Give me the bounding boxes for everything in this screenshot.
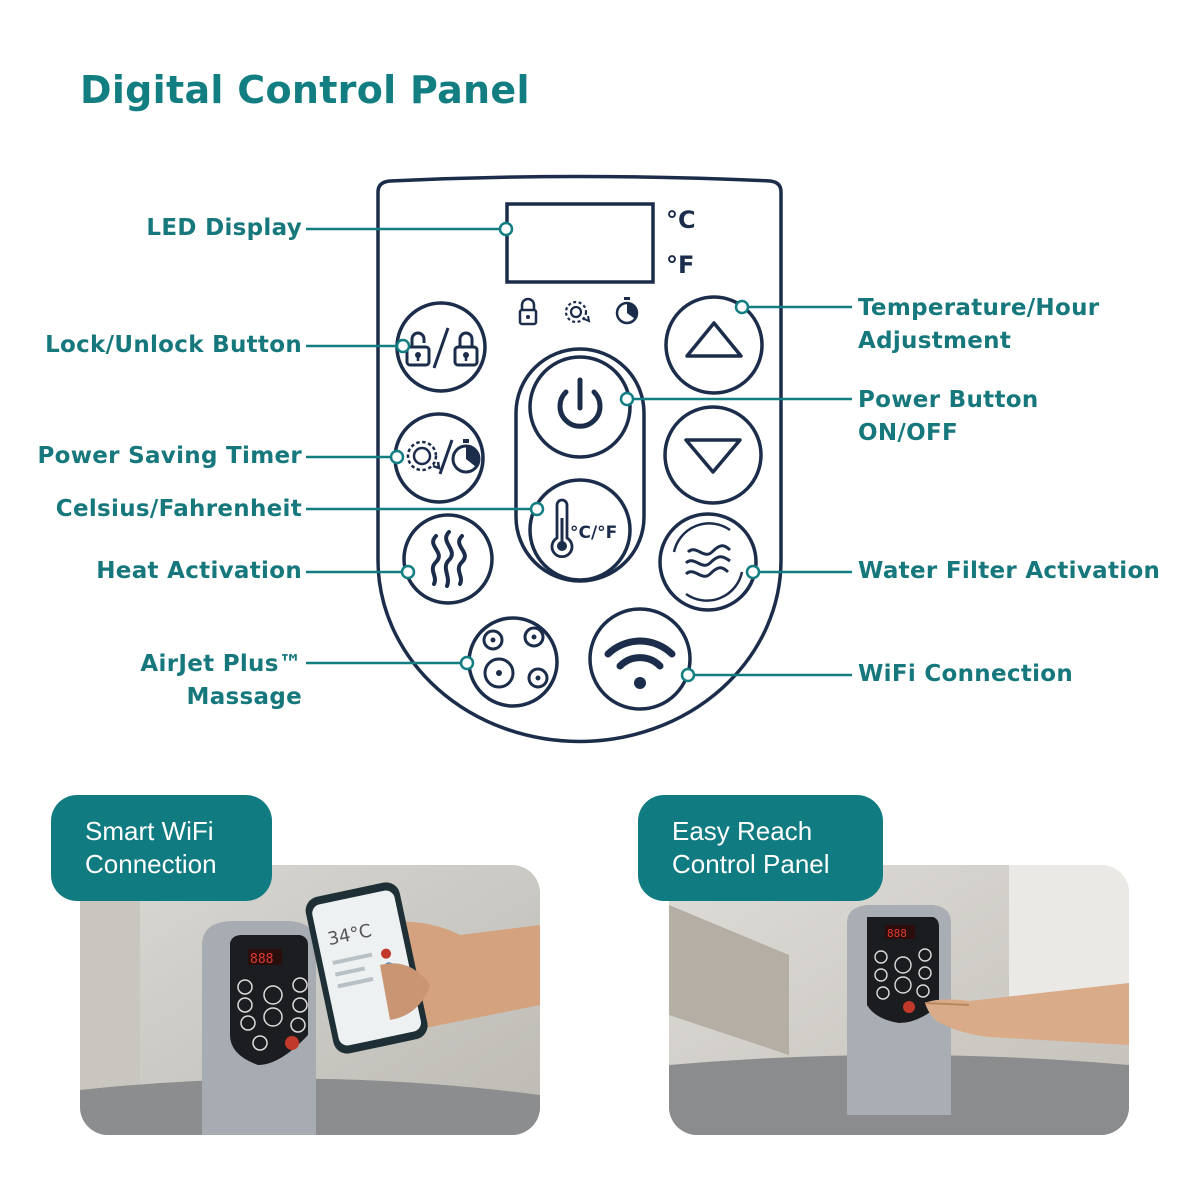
photo-easy-reach: 888 — [669, 865, 1129, 1135]
water-filter-button[interactable] — [658, 512, 758, 612]
label-heat-activation: Heat Activation — [96, 558, 302, 584]
left-unit-display: 888 — [250, 952, 273, 967]
lock-status-icon — [518, 297, 538, 326]
label-led-display: LED Display — [146, 215, 302, 241]
label-celsius-fahrenheit: Celsius/Fahrenheit — [55, 496, 302, 522]
led-display-screen — [505, 202, 655, 284]
photo-smart-wifi: 888 34°C — [80, 865, 540, 1135]
leader-lines — [306, 221, 852, 683]
wifi-button[interactable] — [588, 607, 692, 711]
power-saving-status-icon — [564, 300, 591, 324]
temperature-up-button[interactable] — [664, 295, 764, 395]
panel-outline — [376, 174, 783, 744]
right-unit-display: 888 — [887, 927, 907, 940]
page-title: Digital Control Panel — [80, 68, 530, 112]
label-power-saving-timer: Power Saving Timer — [37, 443, 302, 469]
power-button[interactable] — [528, 355, 632, 459]
celsius-indicator: °C — [666, 206, 696, 234]
label-wifi: WiFi Connection — [858, 661, 1074, 687]
timer-status-icon — [615, 297, 639, 325]
heat-activation-button[interactable] — [402, 513, 494, 605]
label-lock-unlock: Lock/Unlock Button — [45, 332, 302, 358]
label-water-filter: Water Filter Activation — [858, 558, 1161, 584]
fahrenheit-indicator: °F — [666, 251, 694, 279]
cf-button-text: °C/°F — [570, 523, 617, 543]
temperature-down-button[interactable] — [663, 405, 763, 505]
control-panel-diagram: °C °F — [306, 174, 852, 744]
celsius-fahrenheit-button[interactable]: °C/°F — [528, 478, 632, 582]
